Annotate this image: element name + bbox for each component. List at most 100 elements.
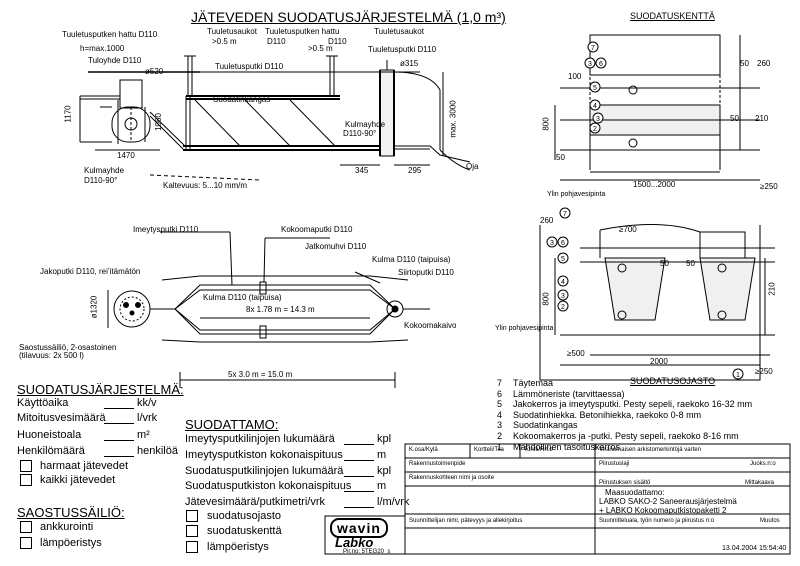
- ojasto-dim-260: 260: [540, 216, 554, 225]
- tb-suunnittelija: Suunnittelijan nimi, pätevyys ja allekir…: [409, 518, 523, 524]
- form-suodattamo-label: Suodatusputkiston kokonaispituus: [185, 480, 352, 492]
- checkbox-label: harmaat jätevedet: [40, 460, 129, 472]
- page-title: JÄTEVEDEN SUODATUSJÄRJESTELMÄ (1,0 m³): [191, 9, 506, 25]
- form-suodattamo-unit: kpl: [377, 465, 392, 477]
- henkilomaara-field[interactable]: [104, 456, 134, 457]
- label-gt05-left: >0.5 m: [212, 37, 237, 46]
- suodattamo-lampoeristys-checkbox[interactable]: [186, 541, 198, 553]
- section-ojasto-title: SUODATUSOJASTO: [630, 376, 716, 386]
- kentta-dim-1500: 1500...2000: [633, 180, 676, 189]
- kentta-dim-50c: 50: [556, 153, 565, 162]
- suodatusputkilinjat-field[interactable]: [344, 476, 374, 477]
- ojasto-dim-ge250: ≥250: [755, 367, 773, 376]
- tb-piirustuksen-sisalto: Piirustuksen sisältö: [599, 480, 651, 486]
- labko-logo: Labko: [335, 535, 374, 550]
- label-d110-right: D110: [328, 37, 347, 46]
- mitoitusvesimaara-field[interactable]: [104, 423, 134, 424]
- label-suodatinkangas: Suodatinkangas: [213, 95, 271, 104]
- label-kulmayhde-left-2: D110-90°: [84, 176, 118, 185]
- form-suodattamo-unit: l/m/vrk: [377, 496, 410, 508]
- label-jakoputki: Jakoputki D110, reiʼitämätön: [40, 267, 141, 276]
- harmaat-jatevedet-checkbox[interactable]: [20, 460, 32, 472]
- label-dim-max3000: max. 3000: [448, 100, 458, 138]
- label-dim-345: 345: [355, 166, 369, 175]
- form-suodattamo-title: SUODATTAMO:: [185, 417, 279, 432]
- label-oja: Oja: [466, 162, 479, 171]
- tb-viranomainen: Viranomaisen arkistomerkintöjä varten: [599, 447, 701, 453]
- label-d1320: ø1320: [89, 295, 99, 319]
- form-system-unit: m²: [137, 429, 150, 441]
- label-d520: ø520: [145, 67, 164, 76]
- label-hattu-right: Tuuletusputken hattu: [265, 27, 340, 36]
- suodatusputkisto-pituus-field[interactable]: [344, 491, 374, 492]
- imeytysputkisto-pituus-field[interactable]: [344, 460, 374, 461]
- label-kulmayhde-left-1: Kulmayhde: [84, 166, 125, 175]
- label-dim-5x: 5x 3.0 m = 15.0 m: [228, 370, 293, 379]
- label-tuuletusputki-top: Tuuletusputki D110: [368, 45, 437, 54]
- kentta-dim-800: 800: [541, 117, 551, 131]
- sailio-lampoeristys-checkbox[interactable]: [20, 537, 32, 549]
- ojasto-dim-50a: 50: [660, 259, 669, 268]
- form-suodattamo-label: Imeytysputkilinjojen lukumäärä: [185, 433, 335, 445]
- label-gt05-right: >0.5 m: [308, 44, 333, 53]
- kayttoaika-field[interactable]: [104, 408, 134, 409]
- label-kokoomaputki: Kokoomaputki D110: [281, 225, 353, 234]
- kentta-dim-50a: 50: [740, 59, 749, 68]
- suodatuskentta-checkbox[interactable]: [186, 525, 198, 537]
- form-system-label: Henkilömäärä: [17, 445, 85, 457]
- section-kentta-drawing: [554, 34, 760, 181]
- form-system-label: Huoneistoala: [17, 429, 82, 441]
- form-suodattamo-unit: m: [377, 480, 387, 492]
- ankkurointi-checkbox[interactable]: [20, 521, 32, 533]
- form-system-label: Käyttöaika: [17, 397, 69, 409]
- saostussailio-plan-circle: [113, 290, 151, 328]
- label-tuuletusaukot-left: Tuuletusaukot: [207, 27, 257, 36]
- tb-juoks: Juoks.n:o: [750, 461, 776, 467]
- checkbox-label: lämpöeristys: [40, 537, 102, 549]
- checkbox-label: suodatusojasto: [207, 510, 281, 522]
- checkbox-label: suodatuskenttä: [207, 525, 282, 537]
- label-dim-1060: 1060: [153, 113, 163, 131]
- tb-date: 13.04.2004 15:54:40: [722, 545, 787, 552]
- label-kulmayhde-right-2: D110-90°: [343, 129, 377, 138]
- label-hattu-left: Tuuletusputken hattu D110: [62, 30, 158, 39]
- tb-rakennustoimenpide: Rakennustoimenpide: [409, 461, 466, 467]
- label-d315: ø315: [400, 59, 419, 68]
- kentta-dim-100: 100: [568, 72, 582, 81]
- ojasto-dim-ge500: ≥500: [567, 349, 585, 358]
- tb-content-1: Maasuodattamo:: [605, 488, 665, 497]
- label-kulma-right: Kulma D110 (taipuisa): [372, 255, 451, 264]
- tb-mittakaava: Mittakaava: [745, 480, 775, 486]
- jatevesimaara-field[interactable]: [344, 507, 374, 508]
- form-system-unit: henkilöä: [137, 445, 178, 457]
- suodatusojasto-checkbox[interactable]: [186, 510, 198, 522]
- tb-kortteli: Kortteli/Tila: [474, 447, 504, 453]
- label-tuuletusaukot-right: Tuuletusaukot: [374, 27, 424, 36]
- form-system-unit: l/vrk: [137, 412, 158, 424]
- section-ojasto-drawing: [539, 223, 775, 381]
- ojasto-pohjavesi: Ylin pohjavesipinta: [495, 325, 554, 332]
- label-d110-left: D110: [267, 37, 286, 46]
- pir-no: Pir.no: 5TEG20_s: [343, 549, 391, 555]
- form-system-unit: kk/v: [137, 397, 157, 409]
- elevation-drawing: [79, 55, 471, 181]
- plan-drawing: [107, 231, 430, 388]
- kentta-dim-210: 210: [755, 114, 769, 123]
- kaikki-jatevedet-checkbox[interactable]: [20, 474, 32, 486]
- label-hmax: h=max.1000: [80, 44, 125, 53]
- ojasto-dim-50b: 50: [686, 259, 695, 268]
- form-suodattamo-label: Jätevesimäärä/putkimetri/vrk: [185, 496, 325, 508]
- form-system-label: Mitoitusvesimäärä: [17, 412, 106, 424]
- huoneistoala-field[interactable]: [104, 440, 134, 441]
- label-kulmayhde-right-1: Kulmayhde: [345, 120, 386, 129]
- checkbox-label: kaikki jätevedet: [40, 474, 116, 486]
- label-dim-1170: 1170: [63, 105, 73, 123]
- imeytysputkilinjat-field[interactable]: [344, 444, 374, 445]
- tb-content-3: + LABKO Kokoomaputkistopaketti 2: [599, 506, 727, 515]
